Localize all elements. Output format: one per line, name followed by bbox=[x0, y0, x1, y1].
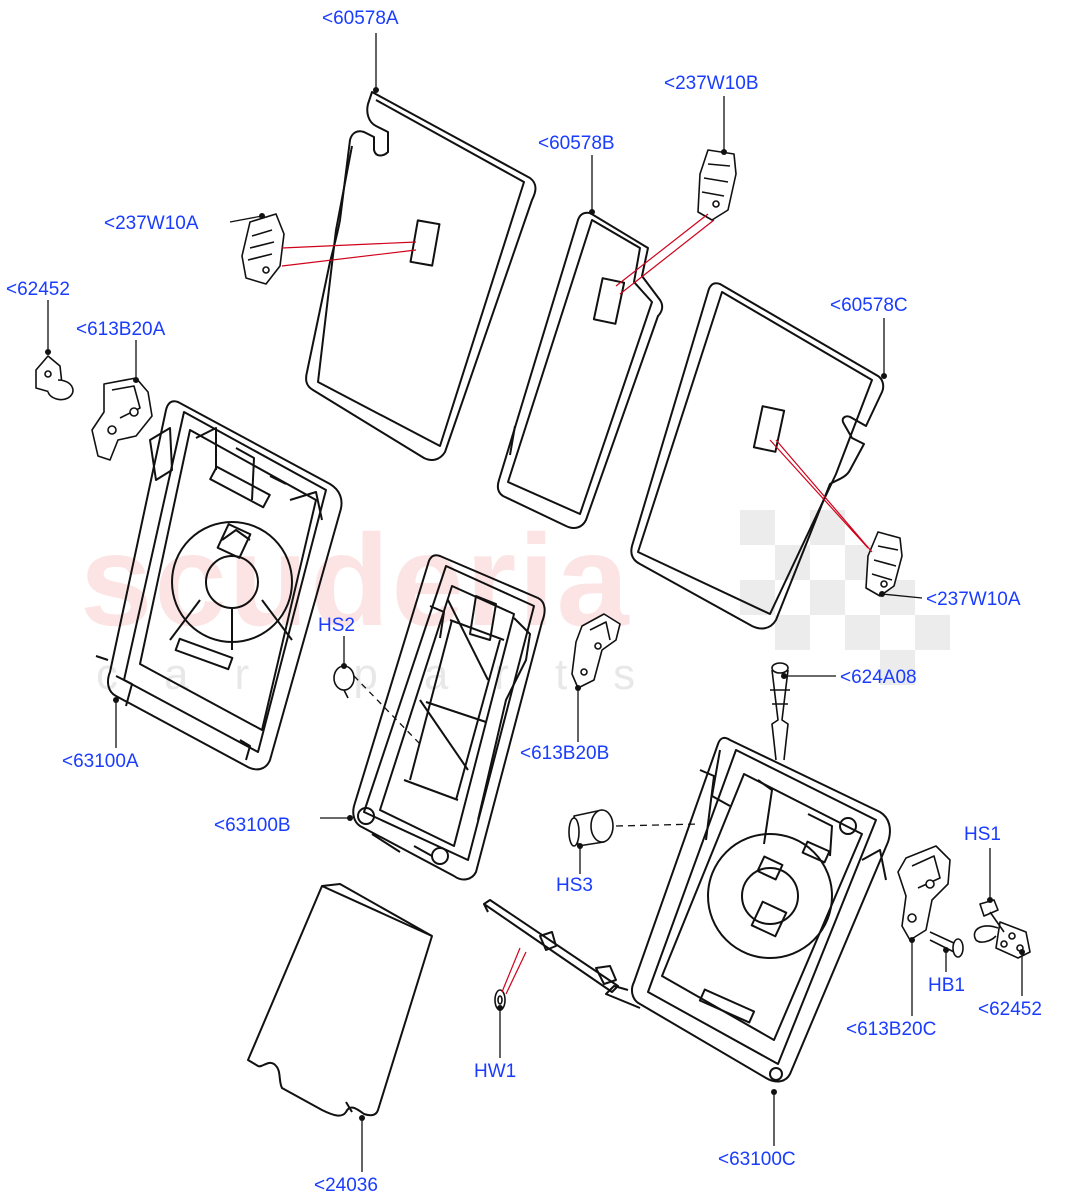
callout-hb1[interactable]: HB1 bbox=[928, 975, 965, 996]
callout-60578c[interactable]: <60578C bbox=[830, 295, 908, 316]
panel-a-tab bbox=[409, 219, 441, 267]
callout-63100b[interactable]: <63100B bbox=[214, 815, 291, 836]
callout-624a08[interactable]: <624A08 bbox=[840, 667, 917, 688]
callout-62452-left[interactable]: <62452 bbox=[6, 279, 70, 300]
seat-frame-63100b bbox=[352, 554, 546, 881]
bolt-hs1 bbox=[979, 899, 1005, 933]
seat-frame-63100c bbox=[605, 736, 891, 1083]
bracket-62452-right bbox=[973, 921, 1031, 959]
callout-613b20c[interactable]: <613B20C bbox=[846, 1019, 937, 1040]
callout-613b20a[interactable]: <613B20A bbox=[76, 319, 166, 340]
callout-613b20b[interactable]: <613B20B bbox=[520, 743, 610, 764]
handle-237w10b bbox=[697, 149, 737, 221]
seat-back-panel-60578c bbox=[630, 282, 885, 630]
callout-hs2[interactable]: HS2 bbox=[318, 615, 355, 636]
bush-hs3 bbox=[568, 809, 614, 847]
hinge-613b20a bbox=[91, 377, 153, 461]
callout-237w10a-right[interactable]: <237W10A bbox=[926, 589, 1021, 610]
bolt-hb1 bbox=[929, 931, 964, 958]
hinge-613b20c bbox=[897, 845, 951, 941]
leader-dots bbox=[45, 87, 1025, 1121]
handle-237w10a-top bbox=[241, 213, 285, 285]
pivot-rod bbox=[483, 899, 619, 993]
bolt-hs2 bbox=[333, 665, 355, 699]
callout-hw1[interactable]: HW1 bbox=[474, 1061, 517, 1082]
callout-63100c[interactable]: <63100C bbox=[718, 1149, 796, 1170]
callout-63100a[interactable]: <63100A bbox=[62, 751, 139, 772]
bracket-62452-left bbox=[35, 355, 74, 401]
leader-lines bbox=[47, 33, 1023, 1172]
callout-60578a[interactable]: <60578A bbox=[322, 8, 399, 29]
latch-624a08 bbox=[770, 662, 790, 761]
callout-hs3[interactable]: HS3 bbox=[556, 875, 593, 896]
association-lines bbox=[281, 213, 873, 995]
hinge-613b20b bbox=[571, 613, 621, 689]
callout-237w10a-top[interactable]: <237W10A bbox=[104, 213, 199, 234]
callout-hs1[interactable]: HS1 bbox=[964, 824, 1001, 845]
seat-back-panel-60578a bbox=[305, 91, 537, 461]
callout-62452-right[interactable]: <62452 bbox=[978, 999, 1042, 1020]
callout-237w10b[interactable]: <237W10B bbox=[664, 73, 759, 94]
seat-back-panel-60578b bbox=[496, 211, 664, 529]
handle-237w10a-right bbox=[865, 531, 903, 597]
seat-frame-63100a bbox=[95, 400, 343, 771]
callout-60578b[interactable]: <60578B bbox=[538, 133, 615, 154]
panel-b-tab bbox=[592, 277, 626, 325]
cover-panel-24036 bbox=[247, 883, 433, 1117]
callout-24036[interactable]: <24036 bbox=[314, 1175, 378, 1196]
